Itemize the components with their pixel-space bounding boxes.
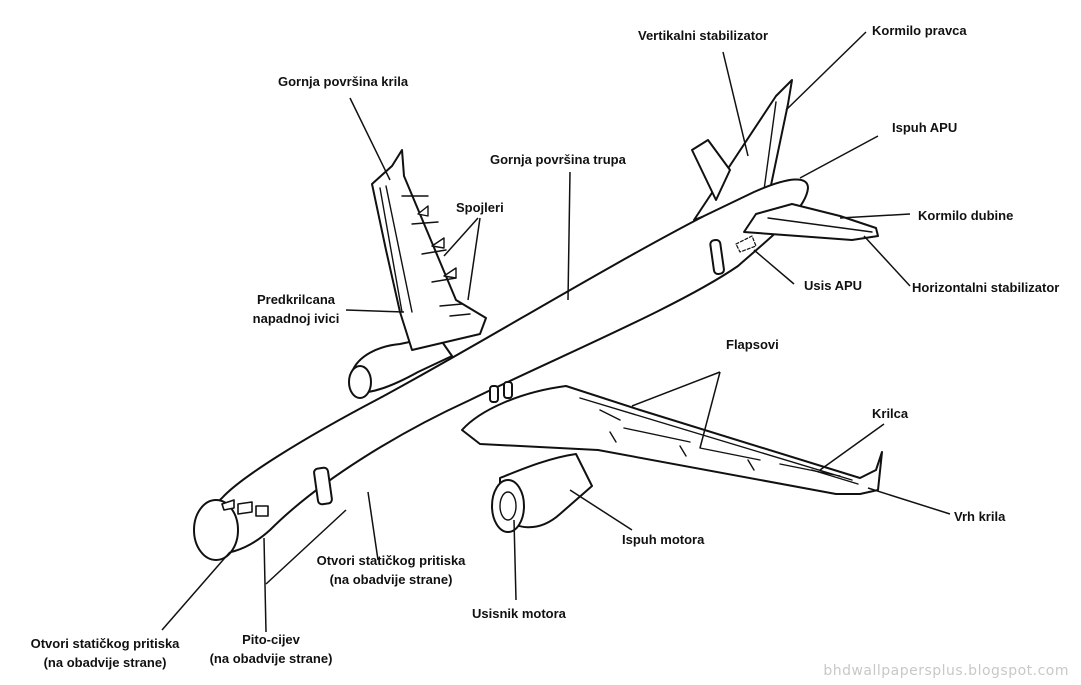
left-wing-spoiler-fins bbox=[417, 205, 457, 279]
rear-door bbox=[709, 238, 725, 276]
horizontal-stabilizer bbox=[743, 203, 879, 241]
leader-gornja-povrsina-krila bbox=[349, 97, 391, 181]
watermark: bhdwallpapersplus.blogspot.com bbox=[823, 663, 1069, 679]
rudder-line bbox=[763, 101, 777, 191]
label-gornja-povrsina-trupa: Gornja površina trupa bbox=[490, 152, 626, 167]
label-usisnik-motora: Usisnik motora bbox=[472, 606, 566, 621]
label-predkrilcana-line1: Predkrilcana bbox=[256, 292, 336, 307]
label-pito-line1: Pito-cijev bbox=[242, 632, 300, 647]
left-wing bbox=[371, 149, 487, 351]
front-door bbox=[313, 466, 333, 506]
label-pito-cijev: Pito-cijev (na obadvije strane) bbox=[196, 630, 346, 668]
label-predkrilcana: Predkrilcana napadnoj ivici bbox=[240, 290, 352, 328]
cockpit-windows bbox=[221, 499, 269, 517]
leader-pito-1 bbox=[263, 537, 267, 633]
leader-spojleri-2 bbox=[467, 217, 481, 301]
label-otvori-center: Otvori statičkog pritiska (na obadvije s… bbox=[306, 551, 476, 589]
left-wing-spoilers bbox=[401, 195, 471, 317]
label-spojleri: Spojleri bbox=[456, 200, 504, 215]
leader-flapsovi-1 bbox=[631, 371, 721, 407]
label-otvori-center-line1: Otvori statičkog pritiska bbox=[316, 553, 466, 568]
leader-usisnik-motora bbox=[513, 519, 517, 601]
label-vrh-krila: Vrh krila bbox=[954, 509, 1006, 524]
leader-pito-2 bbox=[265, 509, 347, 585]
label-predkrilcana-line2: napadnoj ivici bbox=[252, 311, 340, 326]
leader-krilca bbox=[819, 423, 885, 471]
right-engine-intake-inner bbox=[499, 491, 517, 521]
mid-window-1 bbox=[489, 385, 499, 403]
left-wing-slats bbox=[379, 185, 413, 313]
label-kormilo-dubine: Kormilo dubine bbox=[918, 208, 1014, 223]
label-horizontalni-stabilizator: Horizontalni stabilizator bbox=[912, 280, 1060, 295]
label-otvori-left: Otvori statičkog pritiska (na obadvije s… bbox=[20, 634, 190, 672]
label-krilca: Krilca bbox=[872, 406, 909, 421]
label-ispuh-motora: Ispuh motora bbox=[622, 532, 705, 547]
right-wing-flaps bbox=[579, 397, 853, 481]
leader-horizontalni-stabilizator bbox=[863, 235, 911, 287]
label-ispuh-apu: Ispuh APU bbox=[892, 120, 958, 135]
leader-kormilo-pravca bbox=[785, 31, 867, 111]
leader-vrh-krila bbox=[867, 487, 951, 515]
label-otvori-left-line2: (na obadvije strane) bbox=[43, 655, 167, 670]
leader-ispuh-motora bbox=[569, 489, 633, 531]
mid-window-2 bbox=[503, 381, 513, 399]
right-wing-aileron bbox=[811, 469, 859, 485]
fuselage bbox=[199, 178, 809, 555]
leader-spojleri-1 bbox=[443, 217, 479, 257]
leader-otvori-left bbox=[161, 551, 231, 631]
label-kormilo-pravca: Kormilo pravca bbox=[872, 23, 967, 38]
label-otvori-left-line1: Otvori statičkog pritiska bbox=[30, 636, 180, 651]
label-otvori-center-line2: (na obadvije strane) bbox=[329, 572, 453, 587]
leader-gornja-povrsina-trupa bbox=[567, 171, 571, 301]
apu-intake bbox=[735, 235, 757, 253]
label-vertikalni-stabilizator: Vertikalni stabilizator bbox=[638, 28, 769, 43]
elevator-line bbox=[767, 217, 873, 233]
leader-vertikalni-stabilizator bbox=[722, 51, 749, 157]
leader-kormilo-dubine bbox=[839, 213, 911, 219]
leader-flapsovi-2 bbox=[699, 371, 721, 449]
leader-ispuh-apu bbox=[799, 135, 879, 179]
leader-usis-apu bbox=[753, 249, 795, 285]
label-flapsovi: Flapsovi bbox=[726, 337, 779, 352]
vertical-stabilizer-far bbox=[691, 139, 731, 201]
right-wing bbox=[461, 385, 883, 495]
leader-predkrilcana bbox=[345, 309, 405, 313]
left-engine-intake bbox=[348, 365, 372, 399]
right-wing-flap-tracks bbox=[609, 431, 755, 471]
nose-cone bbox=[193, 499, 239, 561]
label-pito-line2: (na obadvije strane) bbox=[209, 651, 333, 666]
label-usis-apu: Usis APU bbox=[804, 278, 863, 293]
label-gornja-povrsina-krila: Gornja površina krila bbox=[278, 74, 409, 89]
leader-otvori-center bbox=[367, 491, 379, 561]
